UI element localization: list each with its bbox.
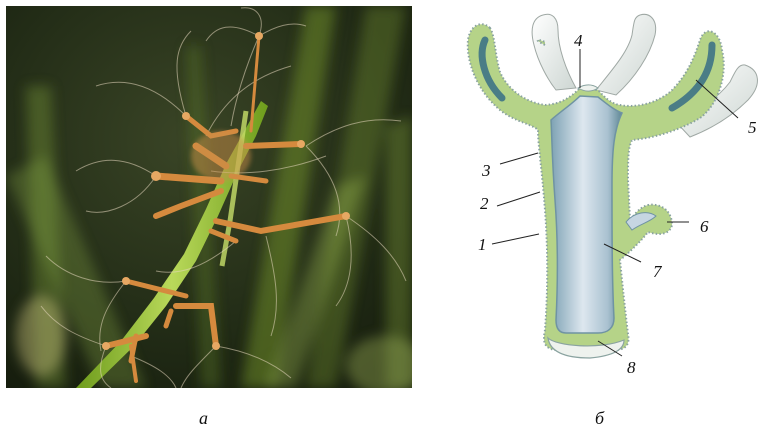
label-4: 4 [574, 31, 583, 50]
label-7: 7 [653, 262, 663, 281]
hydra-photo [6, 6, 412, 388]
label-2: 2 [480, 194, 489, 213]
label-1: 1 [478, 235, 487, 254]
hydra-diagram: 1 2 3 4 5 6 7 8 [420, 0, 764, 395]
label-5: 5 [748, 118, 757, 137]
label-3: 3 [481, 161, 491, 180]
gastric-cavity [551, 96, 622, 333]
caption-a: а [199, 408, 208, 429]
caption-b: б [595, 408, 604, 429]
label-6: 6 [700, 217, 709, 236]
label-8: 8 [627, 358, 636, 377]
